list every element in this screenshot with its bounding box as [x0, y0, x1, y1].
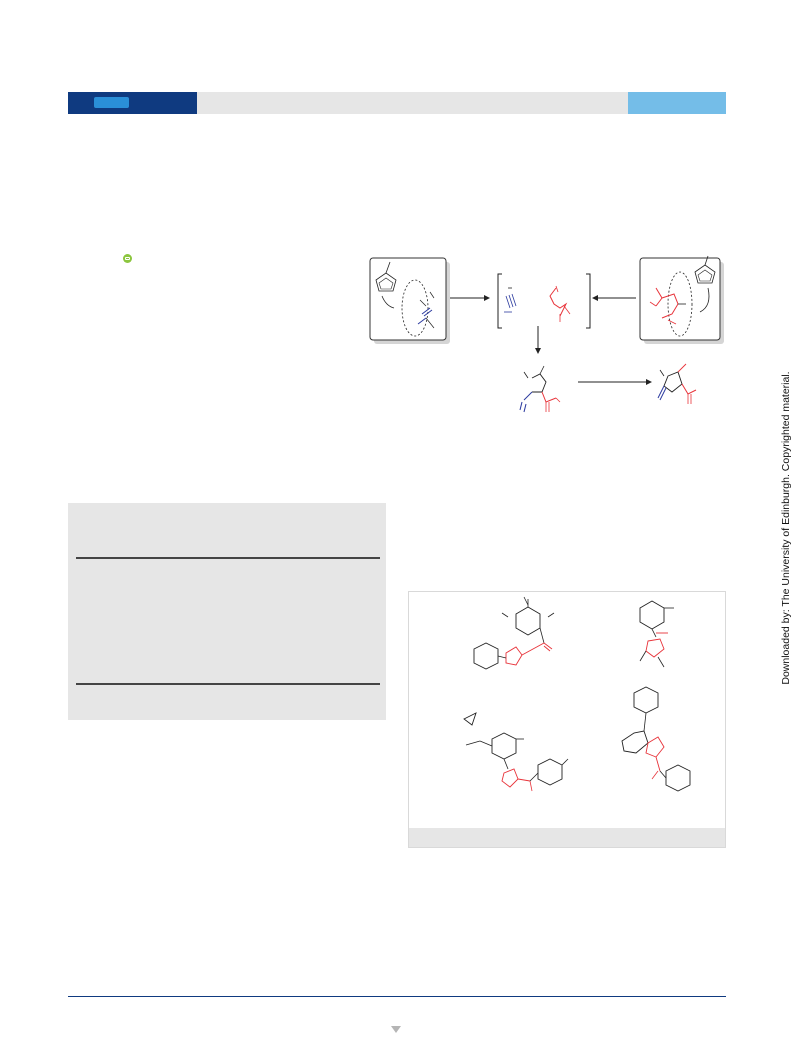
scheme-product-intermediate	[519, 365, 561, 413]
compound-structure-3	[463, 712, 569, 792]
figure-panel	[408, 591, 726, 848]
table-bottom-rule	[76, 683, 380, 685]
reaction-scheme	[369, 255, 724, 413]
figure-caption-bar	[409, 828, 725, 847]
scheme-intermediate	[497, 273, 591, 329]
footer-rule	[68, 996, 726, 997]
open-access-icon	[123, 254, 132, 263]
download-notice-text: Downloaded by: The University of Edinbur…	[780, 371, 792, 685]
table-top-rule	[76, 557, 380, 559]
compound-structure-4	[621, 686, 691, 792]
scheme-final-product	[657, 363, 697, 404]
compound-structure-1	[473, 596, 555, 670]
header-bar-light	[628, 92, 726, 114]
scheme-left-panel	[369, 257, 450, 344]
header-bar-middle	[197, 92, 628, 114]
table-panel	[68, 503, 386, 720]
triangle-down-icon[interactable]	[391, 1026, 401, 1033]
header-bar-dark	[68, 92, 197, 114]
section-tag	[94, 97, 129, 108]
scheme-right-panel	[639, 255, 724, 344]
compound-structures	[463, 596, 691, 792]
compound-structure-2	[639, 600, 674, 668]
